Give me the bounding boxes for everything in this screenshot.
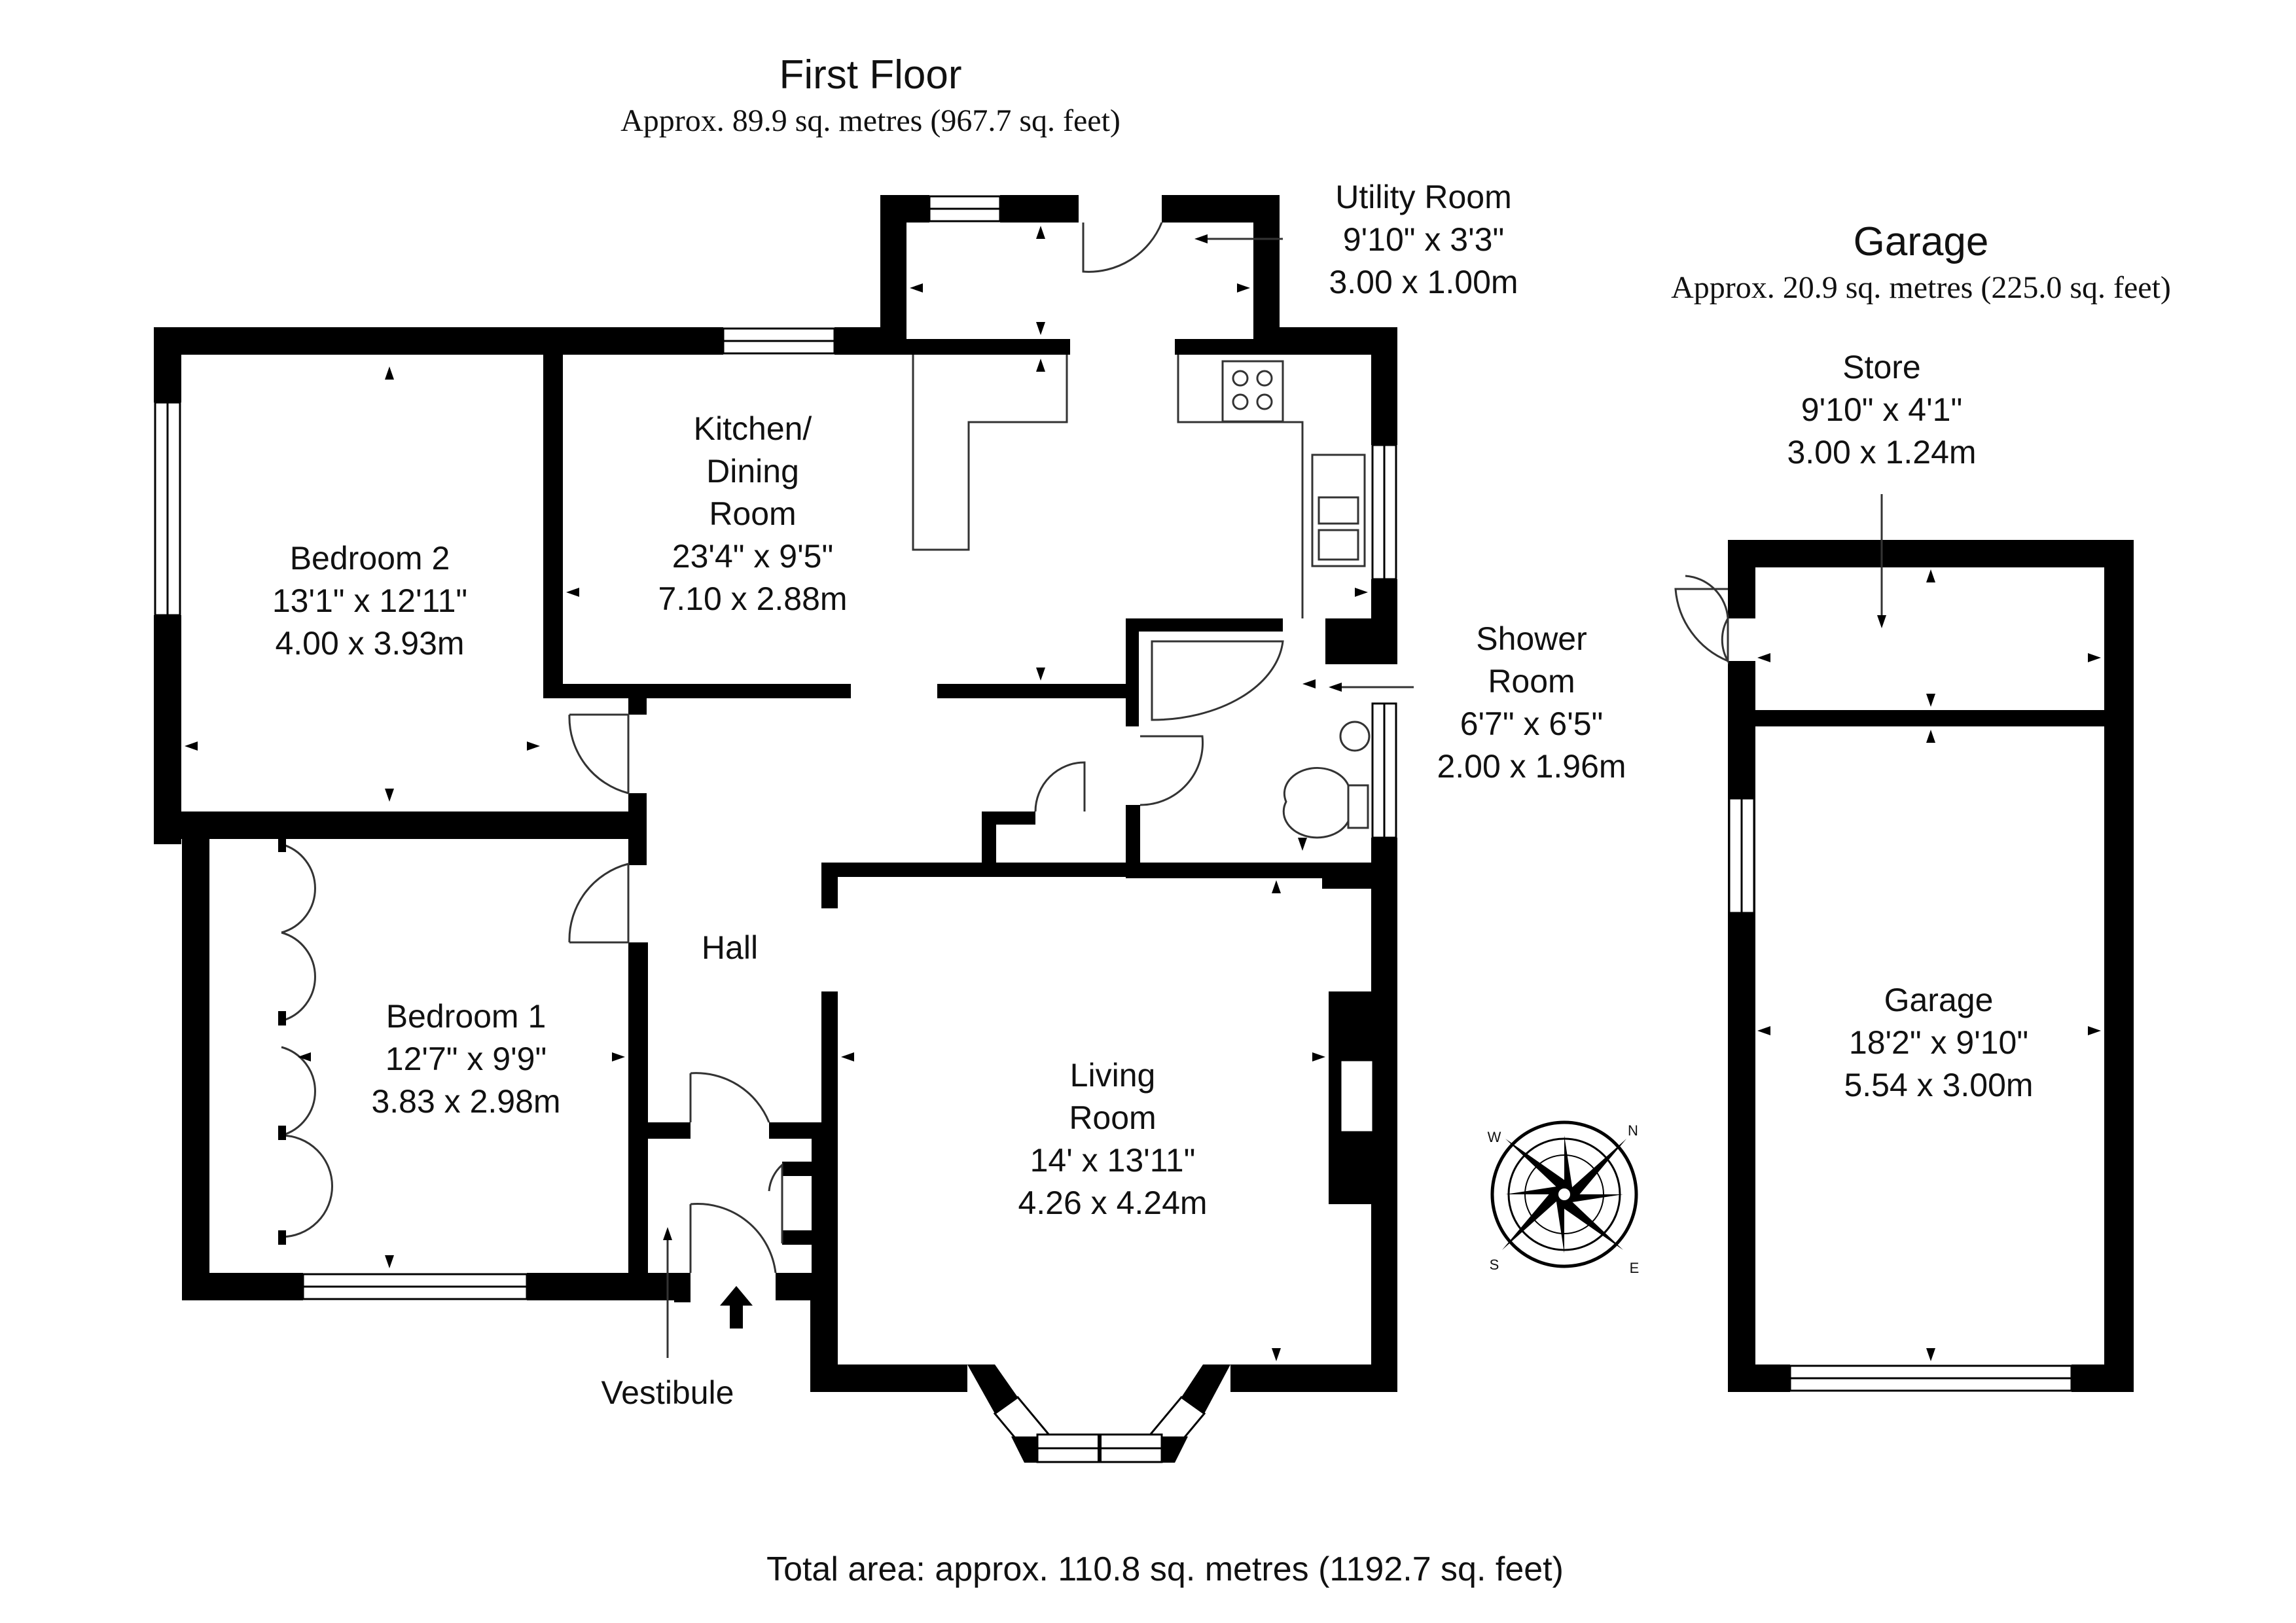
- svg-text:Kitchen/: Kitchen/: [694, 410, 812, 447]
- svg-text:Dining: Dining: [706, 453, 799, 490]
- first-floor-area: Approx. 89.9 sq. metres (967.7 sq. feet): [620, 103, 1121, 138]
- svg-text:9'10" x 3'3": 9'10" x 3'3": [1343, 221, 1504, 258]
- first-floor-title: First Floor: [780, 52, 962, 98]
- vestibule-label: Vestibule: [601, 1374, 734, 1411]
- svg-text:Room: Room: [709, 495, 796, 532]
- svg-text:2.00 x 1.96m: 2.00 x 1.96m: [1437, 748, 1626, 785]
- compass-rose-icon: W N S E: [1488, 1120, 1640, 1276]
- garage-section-area: Approx. 20.9 sq. metres (225.0 sq. feet): [1671, 270, 2171, 305]
- svg-text:Room: Room: [1488, 663, 1575, 700]
- garage-label: Garage 18'2" x 9'10" 5.54 x 3.00m: [1844, 982, 2033, 1103]
- svg-text:13'1" x 12'11": 13'1" x 12'11": [272, 582, 467, 619]
- svg-text:6'7" x 6'5": 6'7" x 6'5": [1460, 705, 1604, 742]
- svg-text:14' x 13'11": 14' x 13'11": [1030, 1142, 1196, 1179]
- store-label: Store 9'10" x 4'1" 3.00 x 1.24m: [1787, 349, 1976, 471]
- garage-walls: [1674, 540, 2134, 1392]
- svg-text:Living: Living: [1070, 1057, 1156, 1094]
- shower-room-label: Shower Room 6'7" x 6'5" 2.00 x 1.96m: [1437, 620, 1626, 785]
- svg-text:18'2" x 9'10": 18'2" x 9'10": [1849, 1024, 2028, 1061]
- house-walls: [154, 195, 1397, 1392]
- svg-text:23'4" x 9'5": 23'4" x 9'5": [672, 538, 833, 575]
- dimension-arrows: [185, 226, 2101, 1361]
- svg-text:Shower: Shower: [1476, 620, 1587, 657]
- svg-text:5.54 x 3.00m: 5.54 x 3.00m: [1844, 1067, 2033, 1103]
- hall-label: Hall: [702, 929, 758, 966]
- utility-room-label: Utility Room 9'10" x 3'3" 3.00 x 1.00m: [1329, 179, 1518, 300]
- svg-text:3.00 x 1.00m: 3.00 x 1.00m: [1329, 264, 1518, 300]
- kitchen-fixtures: [912, 355, 1366, 618]
- svg-text:Bedroom 1: Bedroom 1: [386, 998, 547, 1035]
- svg-text:3.00 x 1.24m: 3.00 x 1.24m: [1787, 434, 1976, 471]
- svg-text:3.83 x 2.98m: 3.83 x 2.98m: [371, 1083, 560, 1120]
- leader-lines: [663, 234, 1886, 1358]
- svg-text:9'10" x 4'1": 9'10" x 4'1": [1801, 391, 1962, 428]
- svg-text:Store: Store: [1842, 349, 1921, 385]
- compass-label-w: W: [1488, 1129, 1501, 1145]
- compass-label-s: S: [1490, 1257, 1499, 1273]
- total-area: Total area: approx. 110.8 sq. metres (11…: [766, 1550, 1564, 1588]
- bay-window: [967, 1364, 1230, 1463]
- svg-text:4.26 x 4.24m: 4.26 x 4.24m: [1018, 1185, 1207, 1221]
- svg-text:Garage: Garage: [1884, 982, 1994, 1018]
- kitchen-dining-label: Kitchen/ Dining Room 23'4" x 9'5" 7.10 x…: [658, 410, 847, 617]
- living-room-label: Living Room 14' x 13'11" 4.26 x 4.24m: [1018, 1057, 1207, 1221]
- compass-label-n: N: [1628, 1122, 1638, 1139]
- svg-text:Room: Room: [1069, 1099, 1156, 1136]
- svg-text:12'7" x 9'9": 12'7" x 9'9": [386, 1041, 547, 1077]
- windows: [154, 195, 1397, 1300]
- svg-text:7.10 x 2.88m: 7.10 x 2.88m: [658, 580, 847, 617]
- compass-label-e: E: [1630, 1260, 1640, 1276]
- svg-text:4.00 x 3.93m: 4.00 x 3.93m: [275, 625, 464, 662]
- bedroom-2-label: Bedroom 2 13'1" x 12'11" 4.00 x 3.93m: [272, 540, 467, 662]
- doors: [278, 222, 1204, 1274]
- bedroom-1-label: Bedroom 1 12'7" x 9'9" 3.83 x 2.98m: [371, 998, 560, 1120]
- svg-text:Utility Room: Utility Room: [1335, 179, 1511, 215]
- shower-fixtures: [1151, 640, 1371, 839]
- garage-section-title: Garage: [1854, 219, 1989, 264]
- svg-text:Bedroom 2: Bedroom 2: [290, 540, 450, 577]
